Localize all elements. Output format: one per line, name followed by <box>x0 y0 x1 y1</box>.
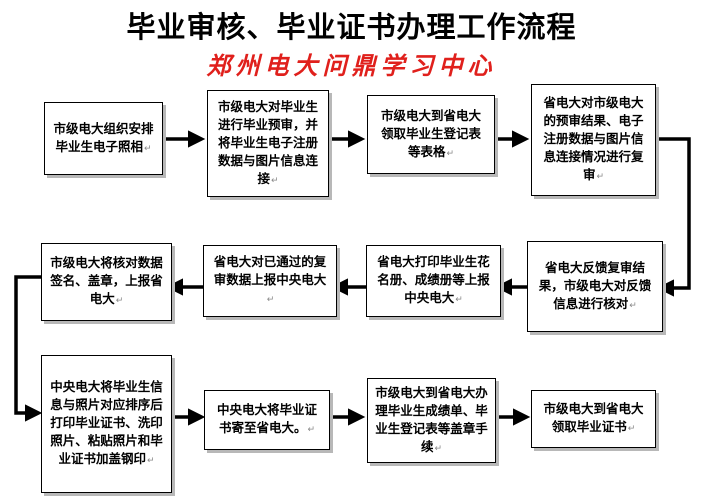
step-12-text: 市级电大到省电大领取毕业证书 <box>543 401 644 434</box>
step-6-text: 省电大打印毕业生花名册、成绩册等上报中央电大 <box>377 254 490 305</box>
paragraph-mark-icon: ↵ <box>455 295 463 305</box>
arrow-s8-s9 <box>14 275 43 422</box>
arrow-s4-s5 <box>656 137 691 297</box>
step-10-text: 中央电大将毕业证书寄至省电大。 <box>216 402 317 435</box>
step-box-10: 中央电大将毕业证书寄至省电大。↵ <box>204 390 330 450</box>
step-box-5: 省电大反馈复审结果，市级电大对反馈信息进行核对↵ <box>527 241 663 332</box>
paragraph-mark-icon: ↵ <box>115 296 124 306</box>
step-7-text: 省电大对已通过的复审数据上报中央电大 <box>213 254 327 287</box>
paragraph-mark-icon: ↵ <box>143 143 152 154</box>
step-11-text: 市级电大到省电大办理毕业生成绩单、毕业生登记表等盖章手续 <box>375 384 488 454</box>
step-box-9: 中央电大将毕业生信息与照片对应排序后打印毕业证书、洗印照片、粘贴照片和毕业证书加… <box>41 355 172 493</box>
step-3-text: 市级电大到省电大领取毕业生登记表等表格 <box>380 107 481 159</box>
paragraph-mark-icon: ↵ <box>266 295 275 305</box>
diagram-subtitle: 郑州电大问鼎学习中心 <box>206 52 497 80</box>
step-8-text: 市级电大将核对数据签名、盖章，上报省电大 <box>50 255 163 306</box>
paragraph-mark-icon: ↵ <box>596 172 605 182</box>
paragraph-mark-icon: ↵ <box>146 456 155 466</box>
paragraph-mark-icon: ↵ <box>629 300 637 311</box>
step-1-text: 市级电大组织安排毕业生电子照相 <box>53 120 154 154</box>
paragraph-mark-icon: ↵ <box>446 148 455 159</box>
step-box-4: 省电大对市级电大的预审结果、电子注册数据与图片信息连接情况进行复审↵ <box>531 84 656 196</box>
step-4-text: 省电大对市级电大的预审结果、电子注册数据与图片信息连接情况进行复审 <box>543 95 644 182</box>
paragraph-mark-icon: ↵ <box>434 443 443 454</box>
step-2-text: 市级电大对毕业生进行毕业预审，并将毕业生电子注册数据与图片信息连接 <box>217 98 318 186</box>
step-box-2: 市级电大对毕业生进行毕业预审，并将毕业生电子注册数据与图片信息连接↵ <box>207 90 329 197</box>
paragraph-mark-icon: ↵ <box>270 175 279 186</box>
diagram-title: 毕业审核、毕业证书办理工作流程 <box>126 10 577 44</box>
paragraph-mark-icon: ↵ <box>307 425 316 435</box>
step-9-text: 中央电大将毕业生信息与照片对应排序后打印毕业证书、洗印照片、粘贴照片和毕业证书加… <box>50 379 163 466</box>
step-box-11: 市级电大到省电大办理毕业生成绩单、毕业生登记表等盖章手续↵ <box>367 378 496 463</box>
step-box-1: 市级电大组织安排毕业生电子照相↵ <box>44 102 163 175</box>
step-5-text: 省电大反馈复审结果，市级电大对反馈信息进行核对 <box>538 259 652 311</box>
step-box-3: 市级电大到省电大领取毕业生登记表等表格↵ <box>367 95 495 174</box>
paragraph-mark-icon: ↵ <box>627 424 636 434</box>
step-box-7: 省电大对已通过的复审数据上报中央电大 ↵ <box>203 245 337 317</box>
step-box-8: 市级电大将核对数据签名、盖章，上报省电大↵ <box>41 243 172 321</box>
step-box-6: 省电大打印毕业生花名册、成绩册等上报中央电大↵ <box>366 245 501 317</box>
step-box-12: 市级电大到省电大领取毕业证书↵ <box>531 390 656 448</box>
